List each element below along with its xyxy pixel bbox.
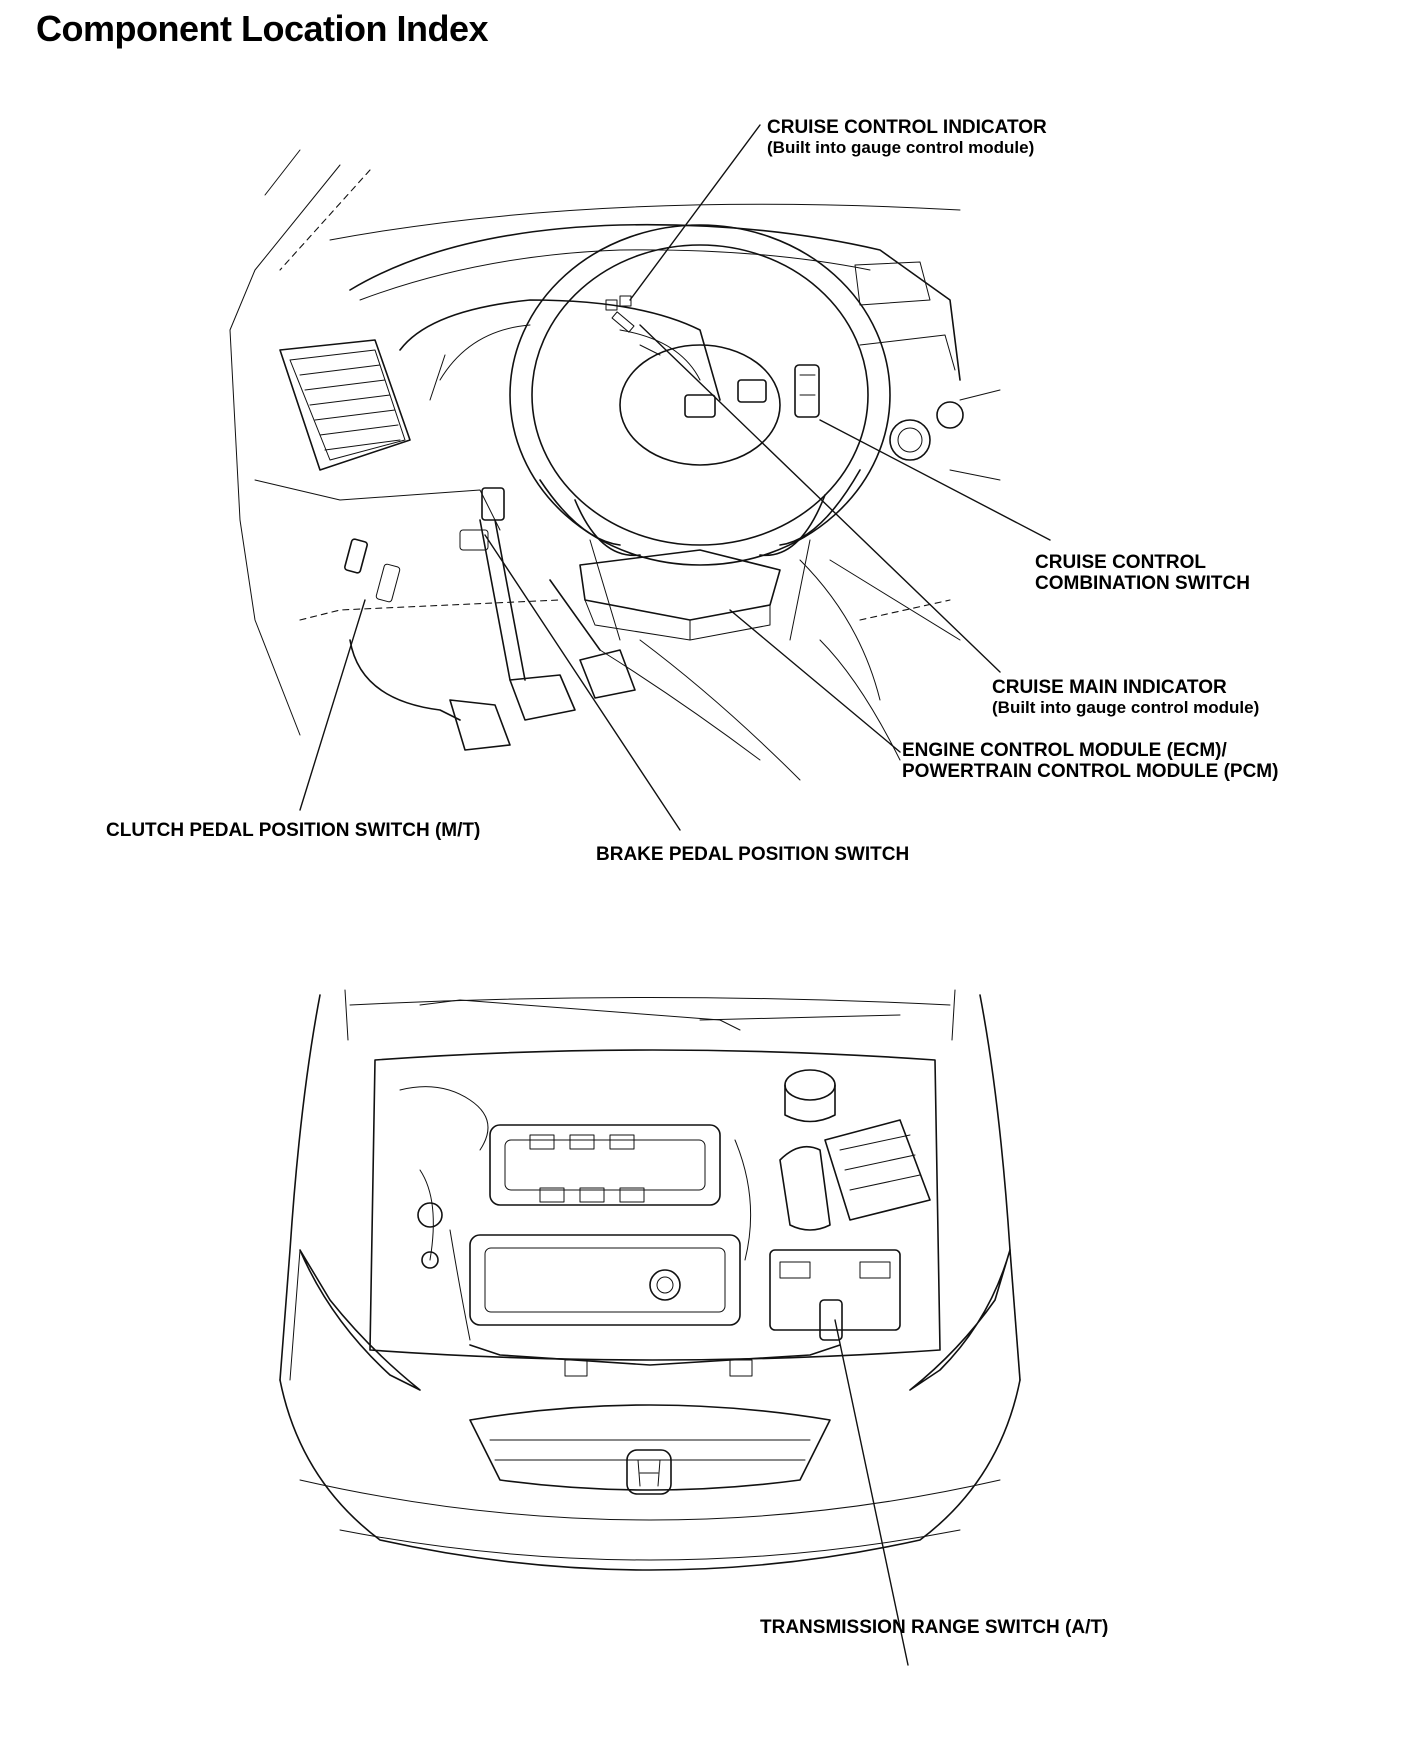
battery — [769, 1249, 901, 1331]
label-cruise-main-indicator-note: (Built into gauge control module) — [992, 698, 1260, 717]
grille — [469, 1404, 831, 1491]
air-intake — [779, 1119, 931, 1231]
label-cruise-main-indicator: CRUISE MAIN INDICATOR (Built into gauge … — [992, 677, 1259, 717]
engine-bay-illustration — [279, 989, 1021, 1666]
label-ecm-line1: ENGINE CONTROL MODULE (ECM)/ — [902, 740, 1227, 761]
label-ecm-line2: POWERTRAIN CONTROL MODULE (PCM) — [902, 761, 1279, 782]
instrument-cluster — [399, 299, 721, 401]
label-transmission-range-switch: TRANSMISSION RANGE SWITCH (A/T) — [760, 1617, 1109, 1638]
label-cruise-control-indicator-note: (Built into gauge control module) — [767, 138, 1035, 157]
label-ecm-pcm: ENGINE CONTROL MODULE (ECM)/ POWERTRAIN … — [902, 740, 1278, 782]
combination-switch — [737, 364, 820, 418]
honda-emblem — [626, 1449, 672, 1495]
steering-wheel — [509, 224, 891, 566]
left-headlight — [289, 1249, 421, 1391]
label-cruise-control-indicator-name: CRUISE CONTROL INDICATOR — [767, 117, 1047, 138]
hood-right-edge — [979, 994, 1021, 1381]
label-cruise-control-indicator: CRUISE CONTROL INDICATOR (Built into gau… — [767, 117, 1047, 157]
engine-block — [469, 1124, 741, 1326]
transmission-switch-body — [819, 1299, 843, 1341]
label-cruise-control-combination-switch: CRUISE CONTROL COMBINATION SWITCH — [1035, 552, 1250, 594]
ignition-knob — [889, 419, 931, 461]
right-headlight — [909, 1249, 1021, 1391]
brake-pedal — [479, 519, 576, 721]
brake-switch-body — [481, 487, 505, 521]
accelerator-pedal — [549, 579, 636, 699]
indicator-lamp-main — [611, 311, 635, 333]
a-pillar — [229, 164, 341, 736]
ecm-pcm-box — [579, 549, 781, 641]
label-ccs-line1: CRUISE CONTROL — [1035, 552, 1206, 573]
label-ccs-line2: COMBINATION SWITCH — [1035, 573, 1250, 594]
label-clutch-pedal-position-switch: CLUTCH PEDAL POSITION SWITCH (M/T) — [106, 820, 481, 841]
label-cruise-main-indicator-name: CRUISE MAIN INDICATOR — [992, 677, 1227, 698]
reservoir — [784, 1069, 836, 1101]
clutch-switch-body — [344, 538, 368, 574]
dash-top — [349, 223, 961, 381]
page-title: Component Location Index — [36, 8, 489, 49]
indicator-lamp-b — [619, 295, 632, 307]
label-brake-pedal-position-switch: BRAKE PEDAL POSITION SWITCH — [596, 844, 910, 865]
windshield-edge — [329, 203, 961, 241]
indicator-lamp-a — [605, 299, 618, 311]
dashboard-illustration — [229, 124, 1051, 831]
hood-left-edge — [279, 994, 321, 1381]
clutch-pedal — [349, 639, 511, 751]
left-air-vent — [279, 339, 411, 471]
